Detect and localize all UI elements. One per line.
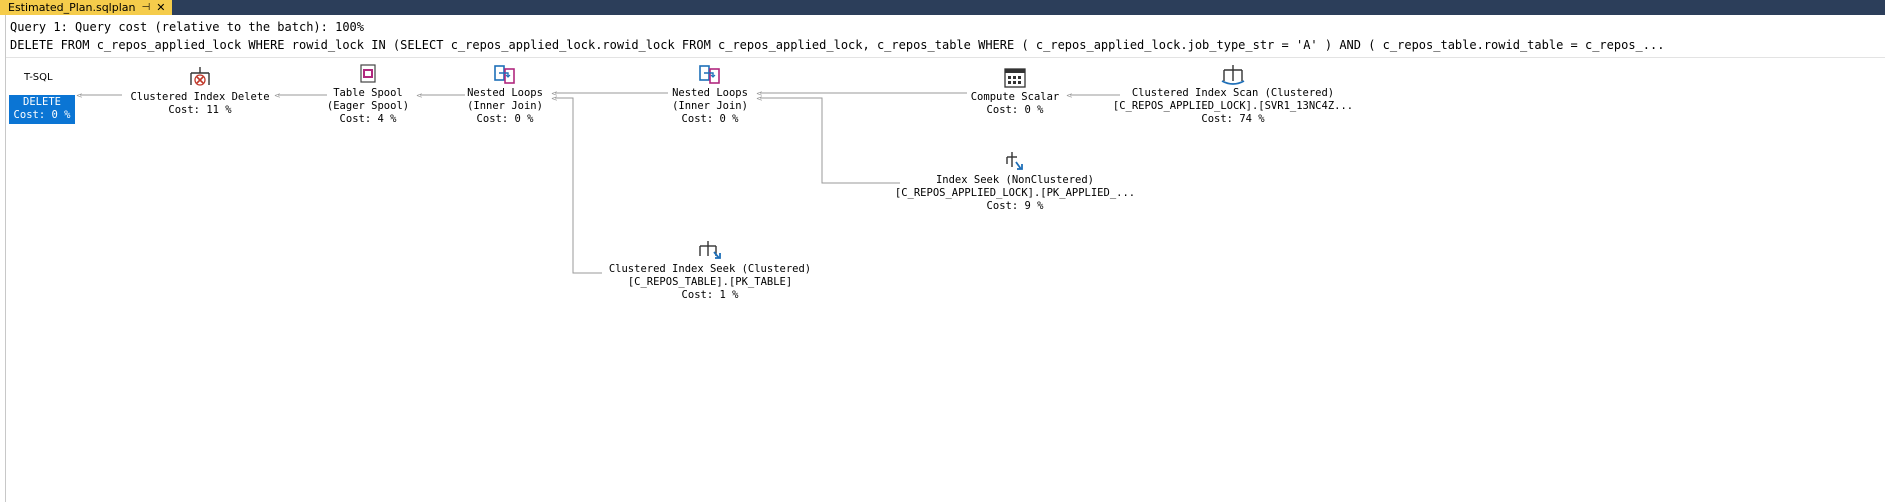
node-clustered-index-seek[interactable]: Clustered Index Seek (Clustered) [C_REPO… — [600, 239, 820, 302]
table-spool-icon — [360, 64, 376, 83]
node-cost: Cost: 9 % — [986, 200, 1044, 212]
node-title: Clustered Index Seek (Clustered) — [608, 263, 812, 275]
node-cost: Cost: 74 % — [1201, 113, 1265, 125]
node-clustered-index-scan[interactable]: Clustered Index Scan (Clustered) [C_REPO… — [1110, 63, 1356, 126]
document-tab-strip: Estimated_Plan.sqlplan ⊣ ✕ — [0, 0, 1885, 15]
query-cost-header: Query 1: Query cost (relative to the bat… — [10, 20, 365, 34]
node-subtitle: (Eager Spool) — [326, 100, 410, 112]
delete-op-label: DELETE — [23, 96, 61, 108]
node-cost: Cost: 0 % — [681, 113, 739, 125]
nested-loops-icon — [494, 65, 515, 84]
node-subtitle: [C_REPOS_APPLIED_LOCK].[SVR1_13NC4Z... — [1112, 100, 1354, 112]
svg-text:<: < — [416, 91, 423, 100]
svg-text:<: < — [1066, 91, 1073, 100]
node-title: Index Seek (NonClustered) — [935, 174, 1095, 186]
delete-root-node[interactable]: DELETE Cost: 0 % — [9, 95, 75, 124]
node-subtitle: [C_REPOS_TABLE].[PK_TABLE] — [627, 276, 793, 288]
node-cost: Cost: 4 % — [339, 113, 397, 125]
svg-text:<: < — [274, 91, 281, 100]
query-sql-text: DELETE FROM c_repos_applied_lock WHERE r… — [10, 38, 1665, 52]
node-compute-scalar[interactable]: Compute Scalar Cost: 0 % — [960, 67, 1070, 117]
node-cost: Cost: 0 % — [986, 104, 1044, 116]
svg-text:<: < — [756, 94, 763, 103]
left-rule — [5, 15, 6, 502]
svg-text:<: < — [551, 89, 558, 98]
close-icon[interactable]: ✕ — [156, 1, 166, 14]
svg-text:<: < — [756, 89, 763, 98]
node-subtitle: (Inner Join) — [467, 100, 543, 112]
node-subtitle: (Inner Join) — [672, 100, 748, 112]
svg-text:<: < — [76, 91, 83, 100]
node-nested-loops-2[interactable]: Nested Loops (Inner Join) Cost: 0 % — [660, 63, 760, 126]
node-title: Clustered Index Delete — [130, 91, 270, 103]
clustered-index-scan-icon — [1221, 65, 1245, 85]
node-title: Clustered Index Scan (Clustered) — [1131, 87, 1335, 99]
tab-title: Estimated_Plan.sqlplan — [8, 1, 136, 14]
node-table-spool[interactable]: Table Spool (Eager Spool) Cost: 4 % — [318, 63, 418, 126]
svg-text:<: < — [551, 94, 558, 103]
nested-loops-icon — [699, 65, 720, 84]
node-nested-loops-1[interactable]: Nested Loops (Inner Join) Cost: 0 % — [455, 63, 555, 126]
node-cost: Cost: 11 % — [168, 104, 232, 116]
tab-estimated-plan[interactable]: Estimated_Plan.sqlplan ⊣ ✕ — [0, 0, 172, 15]
node-subtitle: [C_REPOS_APPLIED_LOCK].[PK_APPLIED_... — [894, 187, 1136, 199]
node-cost: Cost: 0 % — [476, 113, 534, 125]
node-title: Nested Loops — [672, 87, 748, 99]
delete-cost: Cost: 0 % — [13, 109, 71, 121]
pin-icon[interactable]: ⊣ — [141, 2, 151, 13]
node-title: Table Spool — [333, 87, 403, 99]
compute-scalar-icon — [1004, 68, 1026, 88]
node-title: Compute Scalar — [970, 91, 1060, 103]
node-index-seek-nonclustered[interactable]: Index Seek (NonClustered) [C_REPOS_APPLI… — [890, 150, 1140, 213]
header-separator — [6, 57, 1885, 58]
tsql-label: T-SQL — [24, 72, 53, 83]
node-cost: Cost: 1 % — [681, 289, 739, 301]
node-clustered-index-delete[interactable]: Clustered Index Delete Cost: 11 % — [122, 65, 278, 117]
clustered-index-seek-icon — [699, 241, 721, 259]
clustered-index-delete-icon — [190, 67, 210, 86]
node-title: Nested Loops — [467, 87, 543, 99]
index-seek-icon — [1006, 152, 1023, 170]
